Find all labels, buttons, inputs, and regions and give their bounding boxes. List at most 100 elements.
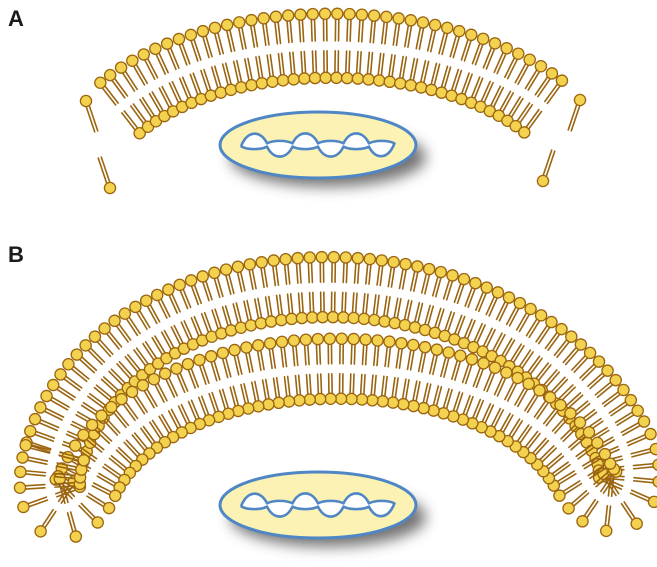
lipid-head-icon (653, 476, 657, 487)
lipid-head-icon (161, 38, 172, 49)
lipid-head-icon (424, 263, 435, 274)
lipid-head-icon (535, 310, 546, 321)
lipid-head-icon (512, 372, 523, 383)
lipid-head-icon (276, 314, 287, 325)
lipid-head-icon (221, 264, 232, 275)
lipid-head-icon (631, 518, 642, 529)
lipid-head-icon (525, 303, 536, 314)
lipid-head-icon (232, 261, 243, 272)
lipid-head-icon (106, 401, 117, 412)
lipid-head-icon (325, 393, 336, 404)
lipid-head-icon (182, 358, 193, 369)
lipid-head-icon (653, 459, 657, 470)
lipid-head-icon (307, 8, 318, 19)
lipid-head-icon (148, 374, 159, 385)
lipid-head-icon (348, 312, 359, 323)
lipid-head-icon (288, 335, 299, 346)
lipid-head-icon (574, 94, 585, 105)
lipid-head-icon (29, 414, 40, 425)
lipid-head-icon (360, 334, 371, 345)
lipid-head-icon (416, 82, 427, 93)
lipid-head-icon (110, 490, 121, 501)
lipid-head-icon (519, 127, 530, 138)
lipid-head-icon (428, 405, 439, 416)
lipid-head-icon (342, 72, 353, 83)
lipid-head-icon (286, 313, 297, 324)
lipid-head-icon (417, 17, 428, 28)
lipid-head-icon (554, 490, 565, 501)
lipid-head-icon (241, 342, 252, 353)
lipid-head-icon (356, 394, 367, 405)
lipid-head-icon (41, 390, 52, 401)
lipid-head-icon (466, 354, 477, 365)
lipid-head-icon (288, 74, 299, 85)
lipid-head-icon (266, 316, 277, 327)
lipid-head-icon (209, 22, 220, 33)
lipid-head-icon (256, 78, 267, 89)
lipid-head-icon (35, 526, 46, 537)
lipid-head-icon (376, 255, 387, 266)
lipid-head-icon (556, 75, 567, 86)
lipid-head-icon (556, 324, 567, 335)
lipid-head-icon (372, 335, 383, 346)
lipid-head-icon (534, 385, 545, 396)
lipid-head-icon (602, 365, 613, 376)
lipid-head-icon (583, 427, 594, 438)
lipid-head-icon (523, 378, 534, 389)
lipid-head-icon (393, 13, 404, 24)
lipid-head-icon (194, 354, 205, 365)
lipid-head-icon (152, 289, 163, 300)
lipid-head-icon (346, 393, 357, 404)
lipid-head-icon (258, 13, 269, 24)
lipid-head-icon (632, 405, 643, 416)
lipid-head-icon (336, 333, 347, 344)
lipid-head-icon (109, 315, 120, 326)
lipid-head-icon (545, 392, 556, 403)
lipid-head-icon (369, 10, 380, 21)
mitochondrion-icon (220, 112, 416, 178)
lipid-head-icon (63, 359, 74, 370)
lipid-head-icon (304, 394, 315, 405)
lipid-head-icon (127, 55, 138, 66)
lipid-head-icon (312, 333, 323, 344)
lipid-head-icon (501, 367, 512, 378)
lipid-head-icon (316, 252, 327, 263)
lipid-head-icon (130, 301, 141, 312)
lipid-head-icon (388, 257, 399, 268)
lipid-head-icon (80, 340, 91, 351)
lipid-head-icon (273, 397, 284, 408)
lipid-head-icon (119, 308, 130, 319)
lipid-head-icon (18, 501, 29, 512)
lipid-head-icon (389, 318, 400, 329)
lipid-head-icon (209, 267, 220, 278)
lipid-head-icon (431, 344, 442, 355)
lipid-head-icon (618, 384, 629, 395)
lipid-head-icon (489, 38, 500, 49)
lipid-head-icon (307, 312, 318, 323)
lipid-head-icon (369, 314, 380, 325)
lipid-head-icon (478, 358, 489, 369)
lipid-head-icon (55, 369, 66, 380)
lipid-head-icon (396, 338, 407, 349)
lipid-head-icon (283, 396, 294, 407)
lipid-head-icon (400, 258, 411, 269)
lipid-head-icon (87, 419, 98, 430)
lipid-head-icon (116, 62, 127, 73)
lipid-head-icon (185, 29, 196, 40)
lipid-head-icon (555, 399, 566, 410)
lipid-head-icon (546, 316, 557, 327)
lipid-head-icon (15, 466, 26, 477)
lipid-head-icon (92, 517, 103, 528)
lipid-head-icon (489, 362, 500, 373)
lipid-head-icon (352, 73, 363, 84)
lipid-head-icon (246, 80, 257, 91)
lipid-head-icon (296, 312, 307, 323)
panel-a-phagophore (80, 8, 585, 193)
lipid-head-icon (103, 502, 114, 513)
lipid-head-icon (317, 312, 328, 323)
lipid-head-icon (566, 331, 577, 342)
lipid-head-icon (577, 516, 588, 527)
lipid-head-icon (255, 318, 266, 329)
lipid-head-icon (625, 395, 636, 406)
